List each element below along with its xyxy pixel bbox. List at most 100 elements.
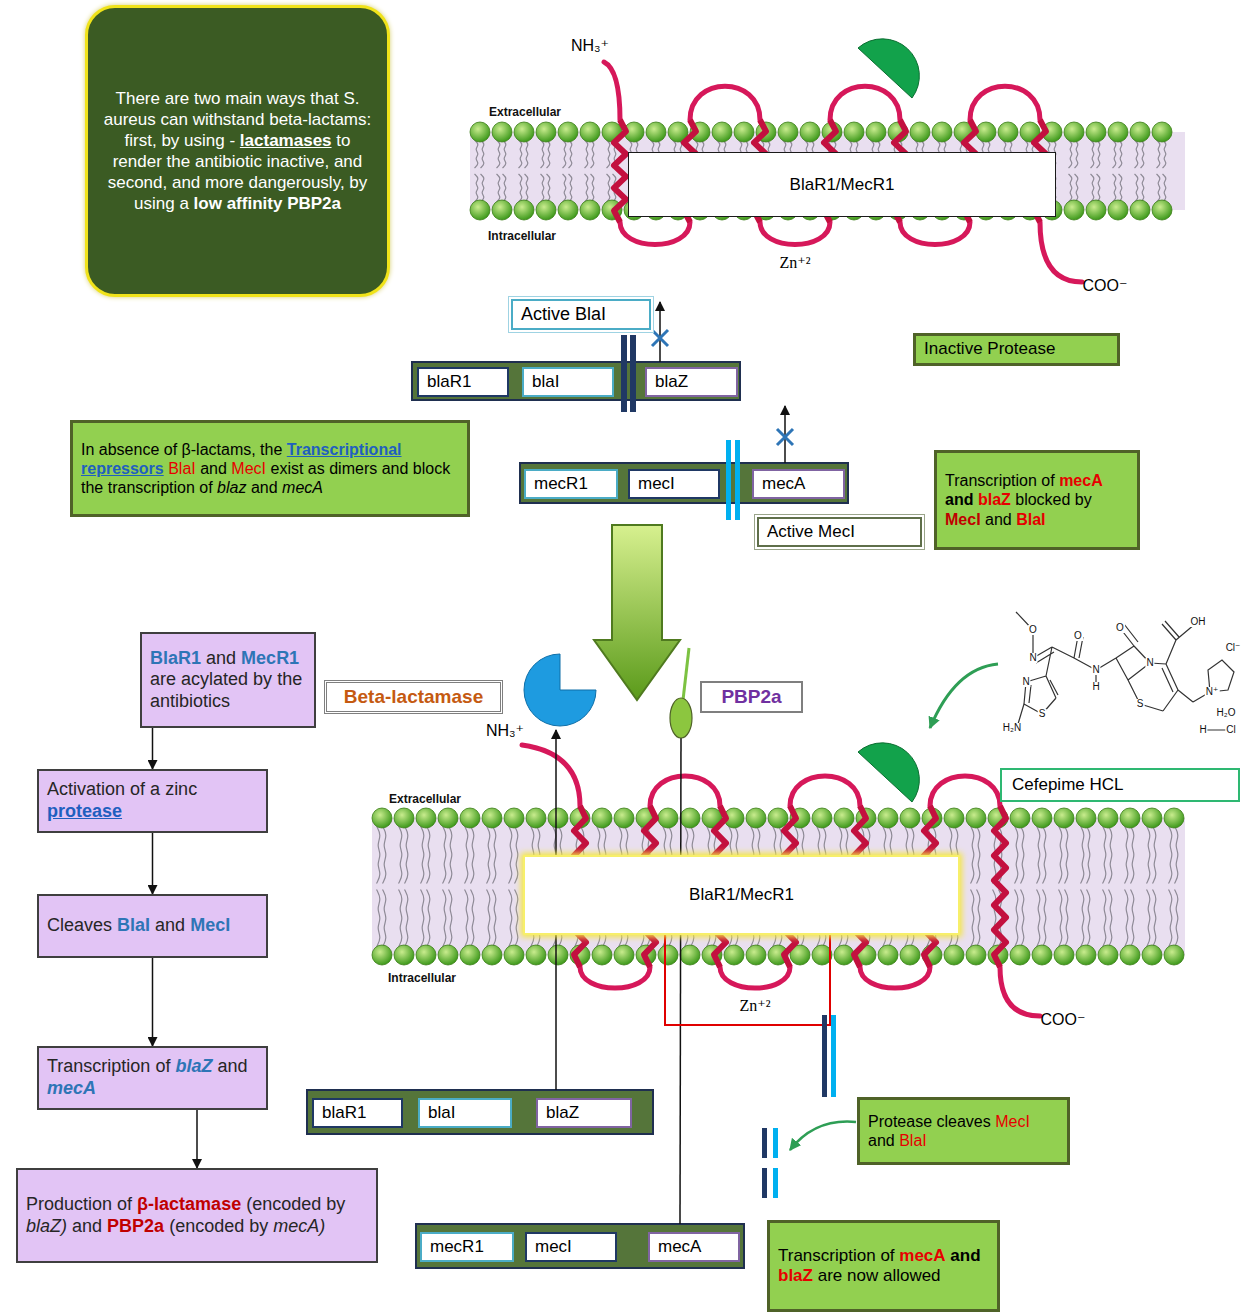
note-box: Transcription of mecA and blaZ blocked b… (934, 450, 1140, 550)
lipid-head (592, 945, 612, 965)
lipid-head (746, 808, 766, 828)
lipid-tail (525, 174, 528, 202)
terminus-label: NH₃⁺ (486, 723, 524, 739)
lipid-tail (1015, 826, 1018, 884)
repressor-piece (773, 1168, 778, 1198)
box-text: Transcription of mecA and blaZ are now a… (778, 1246, 989, 1287)
lipid-tail (1131, 826, 1134, 884)
lipid-head (482, 945, 502, 965)
lipid-head (1108, 122, 1128, 142)
lipid-tail (443, 826, 446, 884)
box-content: BlaR1/MecR1 (689, 885, 794, 905)
gene-operon-bar (520, 463, 848, 503)
lipid-head (438, 808, 458, 828)
lipid-tail (1075, 174, 1078, 202)
box-text: mecA (658, 1237, 701, 1257)
atom-label: O (1073, 631, 1083, 641)
lipid-tail (547, 140, 550, 168)
box-text: BlaR1/MecR1 (790, 175, 895, 195)
lipid-head (944, 808, 964, 828)
lipid-head (470, 200, 490, 220)
lipid-tail (1119, 140, 1122, 168)
text-emphasis: BlaR1 (150, 648, 201, 668)
lipid-head (1130, 122, 1150, 142)
text-emphasis: blaz (217, 479, 246, 496)
lipid-head (1076, 808, 1096, 828)
box-text: mecA (762, 474, 805, 494)
atom-label: N (1028, 653, 1037, 663)
text-emphasis: BlaI (117, 915, 150, 935)
lipid-tail (971, 826, 974, 884)
lipid-head (372, 945, 392, 965)
expression-line (680, 738, 681, 1224)
gene-operon-bar (416, 1224, 744, 1268)
lipid-tail (1097, 140, 1100, 168)
lipid-tail (525, 140, 528, 168)
lipid-head (966, 945, 986, 965)
lipid-tail (493, 826, 496, 884)
lipid-tail (399, 890, 402, 948)
gene-box: mecR1 (420, 1232, 514, 1262)
text-emphasis: MecI (945, 511, 981, 528)
lipid-head (526, 808, 546, 828)
lipid-tail (569, 174, 572, 202)
lipid-tail (377, 890, 380, 948)
text-emphasis: β-lactamase (137, 1194, 241, 1214)
enzyme-label: Beta-lactamase (324, 680, 503, 714)
lipid-tail (1087, 890, 1090, 948)
receptor-protein-loops (522, 745, 1040, 1016)
lipid-head (812, 808, 832, 828)
lipid-head (504, 945, 524, 965)
lipid-head (1130, 200, 1150, 220)
pbp2a-stalk (683, 648, 689, 700)
lipid-tail (1175, 890, 1178, 948)
text-emphasis: and (945, 491, 973, 508)
lipid-head (1098, 945, 1118, 965)
lipid-head (536, 122, 556, 142)
lipid-tail (977, 890, 980, 948)
box-text: blaR1 (322, 1103, 366, 1123)
box-content: Protease cleaves MecI and BlaI (868, 1112, 1059, 1150)
box-text: Active MecI (767, 522, 855, 542)
lipid-tail (1113, 174, 1116, 202)
lipid-tail (1059, 890, 1062, 948)
lipid-head (482, 808, 502, 828)
lipid-tail (1157, 174, 1160, 202)
lipid-head (1054, 808, 1074, 828)
text-emphasis: lactamases (240, 131, 332, 150)
lipid-tail (405, 890, 408, 948)
lipid-tail (1021, 826, 1024, 884)
lipid-head (1142, 808, 1162, 828)
lipid-tail (383, 890, 386, 948)
binding-domain (858, 743, 919, 802)
lipid-tail (1087, 826, 1090, 884)
repressor-label: Active BlaI (511, 299, 651, 330)
lipid-tail (1119, 174, 1122, 202)
box-content: Transcription of mecA and blaZ blocked b… (945, 471, 1129, 529)
cefepime-structure (1016, 612, 1234, 730)
lipid-head (998, 122, 1018, 142)
lipid-head (932, 122, 952, 142)
box-content: Cefepime HCL (1012, 775, 1124, 795)
lipid-head (1032, 945, 1052, 965)
text-emphasis: blaZ (175, 1056, 212, 1076)
lipid-head (834, 808, 854, 828)
lipid-tail (1081, 826, 1084, 884)
box-content: blaZ (655, 372, 688, 392)
box-content: BlaR1/MecR1 (790, 175, 895, 195)
gene-box: blaI (522, 367, 614, 397)
lipid-head (900, 808, 920, 828)
lipid-tail (607, 174, 610, 202)
lipid-head (910, 122, 930, 142)
flow-arrow (196, 1110, 198, 1168)
membrane-side-label: Intracellular (388, 972, 456, 984)
gene-box: blaZ (536, 1098, 632, 1128)
atom-label: S (1038, 709, 1047, 719)
box-text: mecI (638, 474, 675, 494)
flow-arrow (152, 833, 154, 894)
lipid-head (734, 122, 754, 142)
lipid-head (976, 122, 996, 142)
lipid-head (514, 200, 534, 220)
flow-arrow (152, 728, 154, 769)
